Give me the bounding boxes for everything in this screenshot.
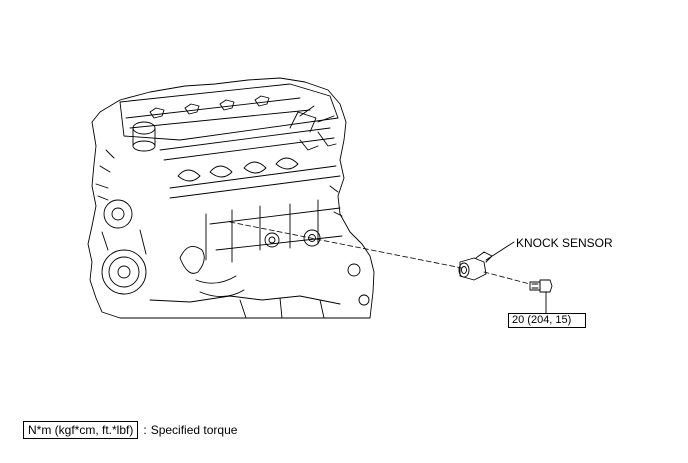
torque-specification-box: 20 (204, 15): [508, 313, 586, 328]
engine-block: [87, 77, 375, 319]
bolt-dashed-line: [483, 271, 531, 285]
knock-sensor-label: KNOCK SENSOR: [516, 236, 613, 250]
legend: N*m (kgf*cm, ft.*lbf) : Specified torque: [23, 420, 238, 439]
legend-separator: :: [143, 422, 147, 437]
legend-unit-box: N*m (kgf*cm, ft.*lbf): [23, 420, 139, 439]
knock-sensor-leader: [485, 241, 515, 261]
bolt: [529, 279, 553, 293]
knock-sensor: [458, 251, 493, 281]
alignment-dashed-line: [229, 221, 463, 269]
legend-description: Specified torque: [150, 422, 238, 437]
